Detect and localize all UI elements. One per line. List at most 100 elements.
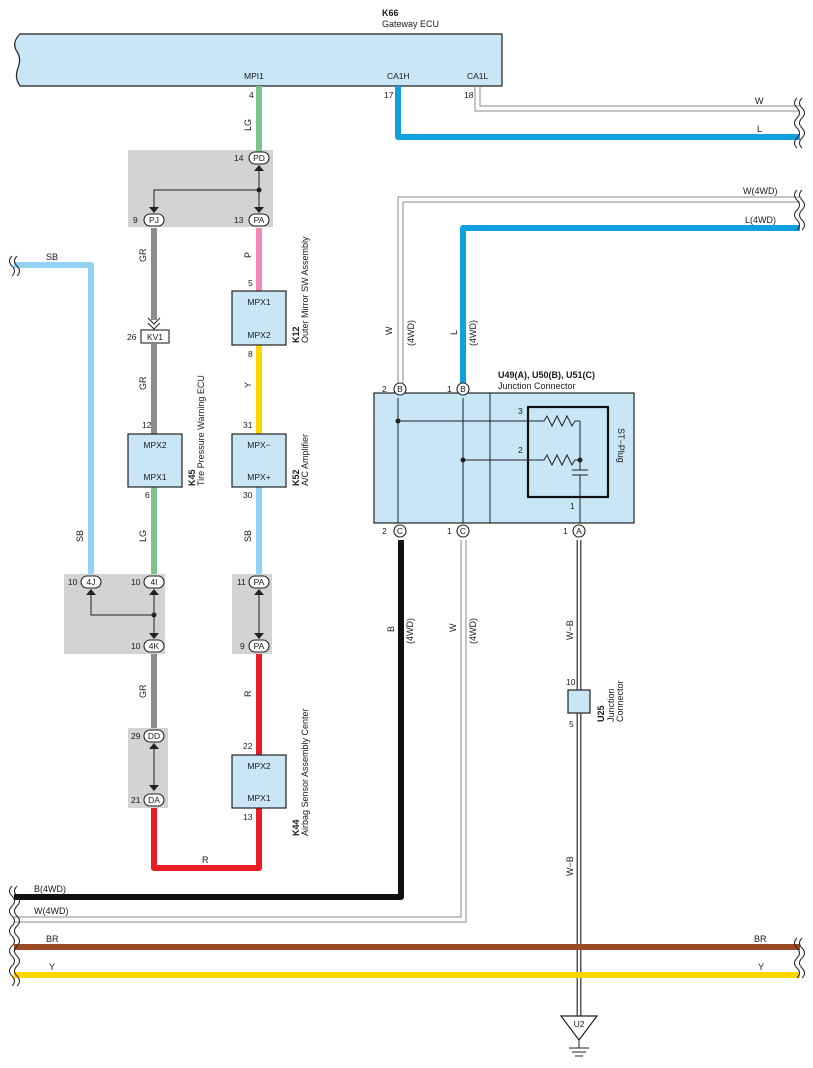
svg-text:PD: PD [253, 153, 265, 163]
svg-text:KV1: KV1 [147, 332, 163, 342]
u25-pin-top: 10 [566, 677, 576, 687]
k44-pin-num-bottom: 13 [243, 812, 253, 822]
st-plug-pin-2: 2 [518, 445, 523, 455]
junction-node-b2 [395, 418, 401, 424]
k44-pin-bottom: MPX1 [247, 793, 270, 803]
svg-text:DA: DA [148, 795, 160, 805]
kv1-chevron-icon [147, 317, 161, 325]
k45-pin-num-top: 12 [142, 420, 152, 430]
svg-text:PA: PA [254, 577, 265, 587]
label-wire-w: W [755, 96, 764, 106]
label-wire-l: L [757, 124, 762, 134]
gateway-ecu-box [14, 33, 503, 87]
k44-pin-num-top: 22 [243, 741, 253, 751]
label-wire-l4wd: L(4WD) [745, 215, 776, 225]
st-plug-pin-1: 1 [570, 501, 575, 511]
connector-kv1 [140, 329, 170, 344]
svg-text:PJ: PJ [149, 215, 159, 225]
connector-4j [80, 575, 102, 589]
svg-text:DD: DD [148, 731, 160, 741]
label-wire-br-left: BR [46, 934, 59, 944]
label-wire-y-left: Y [49, 962, 55, 972]
label-wire-gr-top: GR [138, 248, 148, 262]
wire-l-ecu [395, 86, 800, 140]
u25-name-line1: Junction [606, 688, 616, 722]
u25-box [567, 689, 591, 714]
st-plug-pin-3: 3 [518, 406, 523, 416]
wire-w4wd-bottom-inner [14, 540, 467, 923]
svg-text:2: 2 [382, 526, 387, 536]
ecu-pin-mpi1: MPI1 [244, 71, 264, 81]
svg-text:26: 26 [127, 332, 137, 342]
k45-box [127, 433, 183, 488]
label-wire-b-junction-4wd: (4WD) [405, 618, 415, 644]
junction-node-b1 [460, 457, 466, 463]
label-wire-w-lower-4wd: (4WD) [468, 618, 478, 644]
junction-terminal-b2 [393, 382, 407, 396]
label-wire-wb-upper: W−B [565, 620, 575, 640]
junction-terminal-c1 [456, 524, 470, 538]
k52-code: K52 [291, 469, 301, 486]
label-wire-sb-left: SB [46, 252, 58, 262]
k44-pin-top: MPX2 [247, 761, 270, 771]
label-wire-w4wd-bottom: W(4WD) [34, 906, 69, 916]
k44-box [231, 754, 287, 809]
svg-text:11: 11 [237, 577, 246, 587]
wire-w-ecu-outer [479, 86, 800, 107]
u25-name-line2: Connector [615, 680, 625, 722]
gateway-ecu-code: K66 [382, 8, 399, 18]
break-marks [9, 97, 805, 987]
ground-triangle [559, 1015, 599, 1041]
label-wire-br-right: BR [754, 934, 767, 944]
k12-pin-bottom: MPX2 [247, 330, 270, 340]
u25-pin-bottom: 5 [569, 719, 574, 729]
k52-pin-num-bottom: 30 [243, 490, 253, 500]
junction-title: U49(A), U50(B), U51(C) [498, 370, 595, 380]
label-wire-lg-bottom: LG [138, 530, 148, 542]
svg-text:B: B [460, 384, 466, 394]
label-wire-w4wd: W(4WD) [743, 186, 778, 196]
k45-pin-top: MPX2 [143, 440, 166, 450]
svg-text:9: 9 [240, 641, 245, 651]
svg-text:13: 13 [234, 215, 244, 225]
k52-name: A/C Amplifier [300, 434, 310, 486]
connector-pj [143, 213, 165, 227]
k45-code: K45 [187, 469, 197, 486]
svg-text:1: 1 [447, 384, 452, 394]
connector-pd [248, 151, 270, 165]
st-plug-box [526, 405, 610, 499]
svg-text:4K: 4K [149, 641, 160, 651]
wire-sb-left [14, 262, 94, 574]
svg-text:B: B [397, 384, 403, 394]
label-wire-lg-top: LG [243, 119, 253, 131]
wire-w-ecu-inner [474, 86, 800, 112]
svg-text:10: 10 [131, 641, 141, 651]
junction-terminal-a1 [572, 524, 586, 538]
k52-pin-num-top: 31 [243, 420, 253, 430]
connector-dd [143, 729, 165, 743]
label-wire-p: P [243, 252, 253, 258]
k45-pin-num-bottom: 6 [145, 490, 150, 500]
connector-4k [143, 639, 165, 653]
label-wire-l-junction: L [449, 330, 459, 335]
gateway-ecu-name: Gateway ECU [382, 19, 439, 29]
wire-w4wd-inner [402, 201, 800, 383]
junction-terminal-c2 [393, 524, 407, 538]
ecu-pin-num-18: 18 [464, 90, 474, 100]
svg-text:1: 1 [563, 526, 568, 536]
svg-text:29: 29 [131, 731, 141, 741]
junction-terminal-b1 [456, 382, 470, 396]
connector-pa-lower [248, 639, 270, 653]
k12-pin-top: MPX1 [247, 297, 270, 307]
label-wire-l-junction-4wd: (4WD) [468, 320, 478, 346]
k45-name: Tire Pressure Warning ECU [196, 375, 206, 486]
k44-code: K44 [291, 819, 301, 836]
wire-l4wd [460, 225, 800, 383]
ecu-pin-ca1h: CA1H [387, 71, 410, 81]
ecu-pin-num-17: 17 [384, 90, 394, 100]
svg-text:10: 10 [131, 577, 141, 587]
connector-4i [143, 575, 165, 589]
k12-box [231, 290, 287, 346]
svg-text:9: 9 [133, 215, 138, 225]
